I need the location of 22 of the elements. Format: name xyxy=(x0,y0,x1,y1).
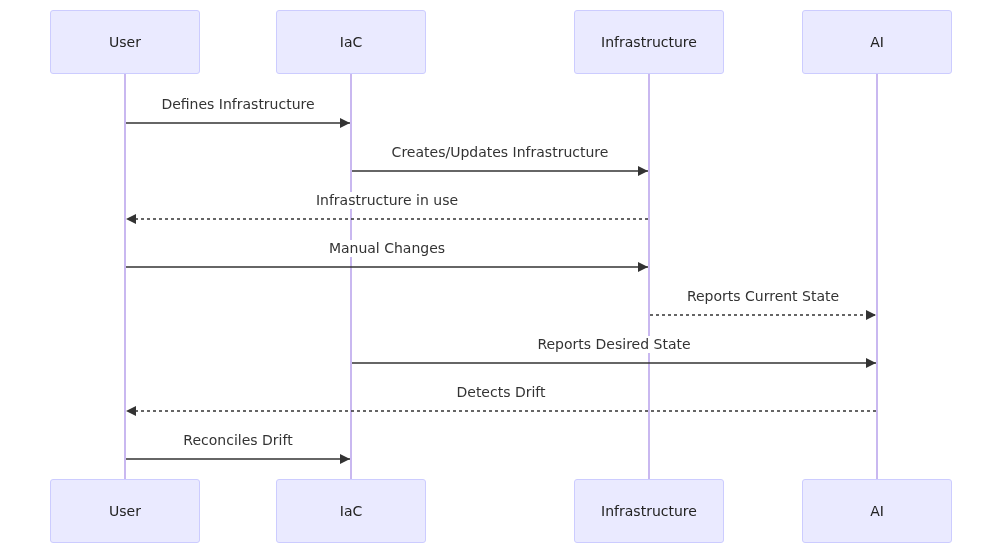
participant-box: User xyxy=(50,10,200,74)
message-arrow xyxy=(351,358,877,368)
lifeline xyxy=(876,74,878,479)
message-label: Creates/Updates Infrastructure xyxy=(389,144,611,161)
participant-box: Infrastructure xyxy=(574,479,724,543)
message-arrow xyxy=(649,310,877,320)
participant-box: User xyxy=(50,479,200,543)
lifeline xyxy=(350,74,352,479)
lifeline xyxy=(124,74,126,479)
participant-box: IaC xyxy=(276,10,426,74)
message-arrow xyxy=(125,262,649,272)
participant-box: AI xyxy=(802,479,952,543)
lifeline xyxy=(648,74,650,479)
message-arrow xyxy=(125,118,351,128)
participant-box: Infrastructure xyxy=(574,10,724,74)
message-arrow xyxy=(125,214,649,224)
participant-box: AI xyxy=(802,10,952,74)
participant-box: IaC xyxy=(276,479,426,543)
message-arrow xyxy=(351,166,649,176)
message-label: Reports Desired State xyxy=(535,336,693,353)
message-arrow xyxy=(125,454,351,464)
message-arrow xyxy=(125,406,877,416)
